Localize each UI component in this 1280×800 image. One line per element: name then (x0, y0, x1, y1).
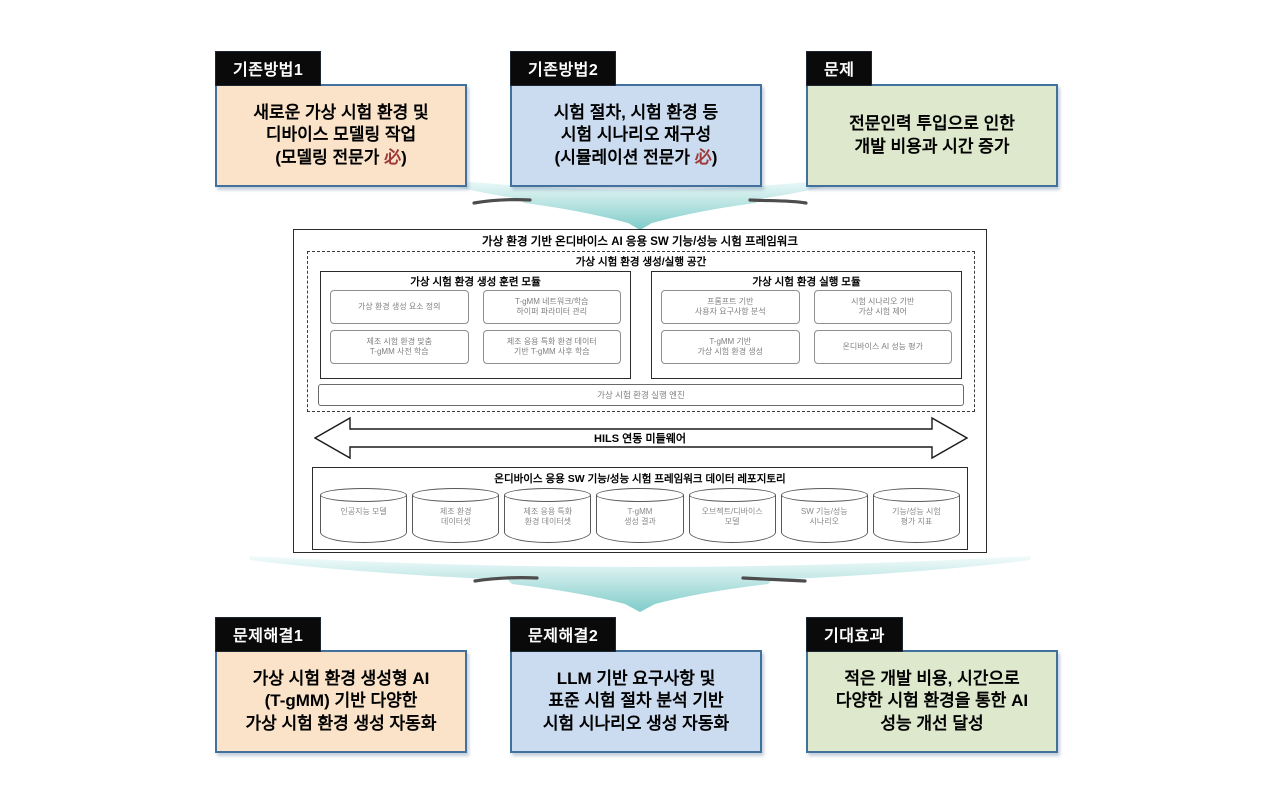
cylinder-top (688, 488, 776, 502)
cylinder-top (872, 488, 960, 502)
cylinder-top (596, 488, 684, 502)
callout-header-label: 문제해결1 (233, 628, 304, 645)
callout-text-line: 개발 비용과 시간 증가 (854, 136, 1010, 156)
cylinder-label: 기능/성능 시험 평가 지표 (892, 507, 941, 527)
framework-box: 가상 환경 기반 온디바이스 AI 응용 SW 기능/성능 시험 프레임워크 가… (293, 229, 987, 553)
repository-title: 온디바이스 응용 SW 기능/성능 시험 프레임워크 데이터 레포지토리 (494, 473, 786, 485)
module-cell: T-gMM 네트워크/학습 하이퍼 파라미터 관리 (482, 290, 621, 324)
module-cell: 제조 응용 특화 환경 데이터 기반 T-gMM 사후 학습 (482, 330, 621, 364)
callout-text-line: 성능 개선 달성 (880, 713, 984, 733)
data-repository: 온디바이스 응용 SW 기능/성능 시험 프레임워크 데이터 레포지토리 인공지… (312, 467, 968, 550)
cylinder-body (688, 495, 776, 543)
double-arrow-icon (314, 416, 968, 460)
cylinder-body (412, 495, 500, 543)
module-cell-grid: 프롬프트 기반 사용자 요구사항 분석 시험 시나리오 기반 가상 시험 제어 T-… (652, 289, 961, 365)
module-cell: 시험 시나리오 기반 가상 시험 제어 (813, 290, 952, 324)
callout-header: 기존방법2 (510, 51, 617, 86)
callout-header-label: 기존방법2 (528, 62, 599, 79)
module-cell: 프롬프트 기반 사용자 요구사항 분석 (661, 290, 800, 324)
framework-title: 가상 환경 기반 온디바이스 AI 응용 SW 기능/성능 시험 프레임워크 (482, 236, 798, 248)
callout-text-line: (모델링 전문가 必) (275, 147, 407, 167)
callout-text-line: 가상 시험 환경 생성형 AI (252, 668, 430, 688)
module-title: 가상 시험 환경 실행 모듈 (752, 276, 861, 288)
callout-text-line: 디바이스 모델링 작업 (265, 125, 417, 145)
hils-label: HILS 연동 미들웨어 (594, 433, 686, 445)
cylinder-body (780, 495, 868, 543)
module-cell: 온디바이스 AI 성능 평가 (813, 330, 952, 364)
module-generation-training: 가상 시험 환경 생성 훈련 모듈 가상 환경 생성 요소 정의 T-gMM 네트… (320, 271, 631, 379)
cylinder-label: 제조 환경 데이터셋 (439, 507, 472, 527)
bottom-converge-arrow (250, 556, 1030, 612)
callout-text-line: 새로운 가상 시험 환경 및 (253, 102, 429, 122)
callout-text-line: 적은 개발 비용, 시간으로 (844, 668, 1020, 688)
module-cell: T-gMM 기반 가상 시험 환경 생성 (661, 330, 800, 364)
module-execution: 가상 시험 환경 실행 모듈 프롬프트 기반 사용자 요구사항 분석 시험 시나리… (651, 271, 962, 379)
hils-middleware-arrow: HILS 연동 미들웨어 (314, 415, 968, 461)
cylinder-top (412, 488, 500, 502)
callout-header-label: 기존방법1 (233, 62, 304, 79)
cylinder-top (780, 488, 868, 502)
callout-header-label: 문제 (824, 62, 855, 79)
database-cylinder: T-gMM 생성 결과 (596, 488, 684, 543)
callout-text-line: 다양한 시험 환경을 통한 AI (835, 691, 1029, 711)
callout-text-line: 시험 절차, 시험 환경 등 (553, 102, 719, 122)
callout-header: 문제 (806, 51, 873, 86)
callout-header-label: 문제해결2 (528, 628, 599, 645)
database-cylinder: 오브젝트/디바이스 모델 (688, 488, 776, 543)
cylinder-top (504, 488, 592, 502)
cylinder-body (320, 495, 408, 543)
database-cylinder: 인공지능 모델 (320, 488, 408, 543)
callout-text-line: 시험 시나리오 재구성 (560, 125, 712, 145)
cylinder-body (596, 495, 684, 543)
callout-text-line: 가상 시험 환경 생성 자동화 (245, 713, 437, 733)
generation-execution-space: 가상 시험 환경 생성/실행 공간 가상 시험 환경 생성 훈련 모듈 가상 환… (307, 251, 975, 412)
cylinder-top (320, 488, 408, 502)
callout-text-line: (T-gMM) 기반 다양한 (264, 691, 418, 711)
callout-header: 문제해결2 (510, 617, 617, 652)
cylinder-label: 오브젝트/디바이스 모델 (701, 507, 763, 527)
callout-text-line: (시뮬레이션 전문가 必) (554, 147, 718, 167)
cylinder-body (872, 495, 960, 543)
module-title: 가상 시험 환경 생성 훈련 모듈 (410, 276, 541, 288)
database-cylinder: SW 기능/성능 시나리오 (780, 488, 868, 543)
module-row: 가상 시험 환경 생성 훈련 모듈 가상 환경 생성 요소 정의 T-gMM 네트… (320, 271, 962, 379)
required-mark: 必 (694, 147, 712, 167)
callout-header: 기대효과 (806, 617, 903, 652)
module-cell: 가상 환경 생성 요소 정의 (330, 290, 469, 324)
database-cylinder: 제조 응용 특화 환경 데이터셋 (504, 488, 592, 543)
cylinder-label: T-gMM 생성 결과 (624, 507, 656, 527)
required-mark: 必 (384, 147, 402, 167)
space-title: 가상 시험 환경 생성/실행 공간 (575, 256, 707, 268)
cylinder-body (504, 495, 592, 543)
callout-text-line: 시험 시나리오 생성 자동화 (542, 713, 730, 733)
callout-header: 기존방법1 (215, 51, 322, 86)
callout-text-line: LLM 기반 요구사항 및 (556, 668, 716, 688)
callout-text-line: 전문인력 투입으로 인한 (849, 114, 1015, 134)
callout-header-label: 기대효과 (824, 628, 885, 645)
cylinder-label: 제조 응용 특화 환경 데이터셋 (523, 507, 573, 527)
cylinder-label: SW 기능/성능 시나리오 (800, 507, 848, 527)
callout-text-line: 표준 시험 절차 분석 기반 (548, 691, 724, 711)
database-cylinder: 기능/성능 시험 평가 지표 (872, 488, 960, 543)
top-converge-arrow (435, 178, 845, 230)
callout-header: 문제해결1 (215, 617, 322, 652)
cylinder-label: 인공지능 모델 (340, 507, 387, 516)
repository-cylinder-row: 인공지능 모델 제조 환경 데이터셋 제조 응용 특화 환경 데이터셋 T-gMM 생… (320, 488, 960, 543)
database-cylinder: 제조 환경 데이터셋 (412, 488, 500, 543)
module-cell: 제조 시험 환경 맞춤 T-gMM 사전 학습 (330, 330, 469, 364)
execution-engine-bar: 가상 시험 환경 실행 엔진 (318, 384, 964, 406)
